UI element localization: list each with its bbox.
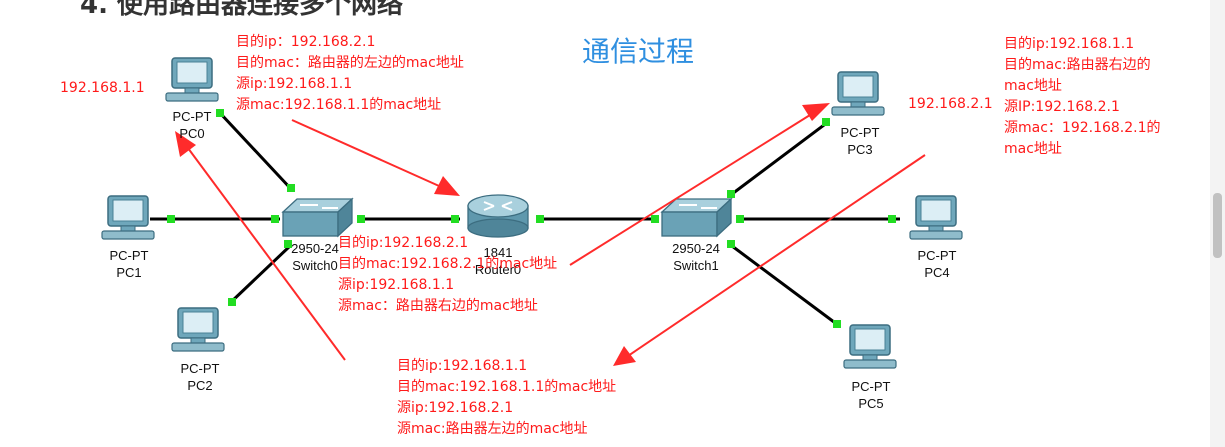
note-line: 目的ip：192.168.2.1 (236, 34, 376, 50)
ip-label-right: 192.168.2.1 (908, 96, 993, 112)
port-dot (228, 298, 236, 306)
note-line: 目的ip:192.168.1.1 (1004, 36, 1135, 52)
note-line: 源ip:192.168.1.1 (236, 76, 353, 92)
switch0-icon (281, 197, 354, 238)
port-dot (284, 240, 292, 248)
port-dots (167, 109, 896, 328)
port-dot (736, 215, 744, 223)
arrow-head (802, 103, 830, 121)
port-dot (536, 215, 544, 223)
port-dot (271, 215, 279, 223)
flow-arrows (175, 103, 926, 366)
arrow-router-to-pc0 (181, 139, 346, 361)
links (150, 111, 900, 327)
pc4-icon (909, 195, 963, 240)
pc0-icon (165, 57, 219, 102)
port-dot (287, 184, 295, 192)
vertical-scrollbar[interactable] (1210, 0, 1225, 447)
port-dot (167, 215, 175, 223)
note-line: mac地址 (1004, 141, 1062, 157)
page-heading: 4. 使用路由器连接多个网络 (80, 0, 404, 20)
link-pc0-switch0 (218, 111, 294, 192)
port-dot (822, 118, 830, 126)
note-router-to-pc3: 目的ip:192.168.1.1 目的mac:路由器右边的 mac地址 源IP:… (1004, 34, 1161, 160)
link-switch1-pc5 (731, 244, 839, 327)
port-dot (651, 215, 659, 223)
note-line: 源mac:路由器左边的mac地址 (397, 421, 588, 437)
note-pc0-to-router: 目的ip：192.168.2.1 目的mac：路由器的左边的mac地址 源ip:… (236, 32, 464, 116)
arrow-head (613, 346, 636, 366)
port-dot (451, 215, 459, 223)
note-line: 目的ip:192.168.2.1 (338, 235, 469, 251)
port-dot (727, 240, 735, 248)
switch1-icon (660, 197, 733, 238)
link-switch1-pc3 (731, 120, 829, 196)
ip-label-left: 192.168.1.1 (60, 80, 145, 96)
arrow-pc0-to-router (291, 119, 449, 191)
arrow-head (434, 176, 460, 196)
arrow-router-to-pc3 (569, 109, 819, 266)
note-line: 源mac：192.168.2.1的 (1004, 120, 1161, 136)
note-line: 目的ip:192.168.1.1 (397, 358, 528, 374)
note-line: 目的mac：路由器的左边的mac地址 (236, 55, 464, 71)
note-line: 源ip:192.168.2.1 (397, 400, 514, 416)
port-dot (727, 190, 735, 198)
pc2-icon (171, 307, 225, 352)
port-dot (216, 109, 224, 117)
pc5-icon (843, 324, 897, 369)
port-dot (357, 215, 365, 223)
note-pc3-to-router: 目的ip:192.168.1.1 目的mac:192.168.1.1的mac地址… (397, 356, 616, 440)
arrow-pc3-to-router (621, 154, 926, 361)
note-line: 目的mac:192.168.1.1的mac地址 (397, 379, 617, 395)
scrollbar-thumb[interactable] (1213, 193, 1222, 258)
pc1-icon (101, 195, 155, 240)
port-dot (833, 320, 841, 328)
note-line: mac地址 (1004, 78, 1062, 94)
arrow-head (175, 131, 196, 157)
note-line: 目的mac:路由器右边的 (1004, 57, 1151, 73)
link-pc2-switch0 (228, 244, 292, 305)
pc3-icon (831, 71, 885, 116)
note-line: 目的mac:192.168.2.1的mac地址 (338, 256, 558, 272)
note-line: 源IP:192.168.2.1 (1004, 99, 1120, 115)
note-router-to-pc0: 目的ip:192.168.2.1 目的mac:192.168.2.1的mac地址… (338, 233, 557, 317)
note-line: 源mac：路由器右边的mac地址 (338, 298, 538, 314)
port-dot (888, 215, 896, 223)
router0-icon (467, 194, 529, 238)
note-line: 源mac:192.168.1.1的mac地址 (236, 97, 442, 113)
diagram-title: 通信过程 (582, 35, 695, 68)
note-line: 源ip:192.168.1.1 (338, 277, 455, 293)
